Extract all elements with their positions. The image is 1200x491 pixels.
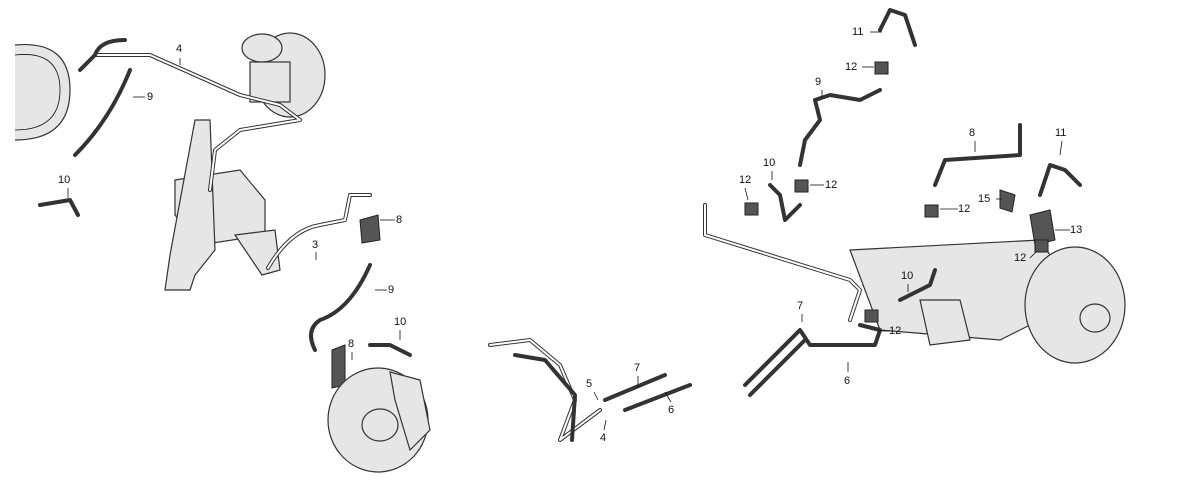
callout-11: 11 bbox=[1055, 127, 1067, 139]
rear-axle-assembly bbox=[849, 239, 1126, 364]
callout-leaders bbox=[67, 31, 1070, 431]
callout-6: 6 bbox=[844, 375, 851, 387]
callout-3: 3 bbox=[312, 239, 319, 251]
brake-pipes-middle bbox=[488, 338, 692, 442]
callout-5: 5 bbox=[586, 378, 593, 390]
brake-booster bbox=[241, 32, 326, 118]
callout-4: 4 bbox=[176, 43, 183, 55]
callout-9: 9 bbox=[147, 91, 154, 103]
callout-12: 12 bbox=[845, 61, 858, 73]
callout-9: 9 bbox=[815, 76, 822, 88]
callout-10: 10 bbox=[394, 316, 407, 328]
callout-10: 10 bbox=[58, 174, 71, 186]
brake-pipes-left bbox=[38, 38, 412, 389]
callout-12: 12 bbox=[958, 203, 971, 215]
callout-7: 7 bbox=[797, 300, 804, 312]
callout-7: 7 bbox=[634, 362, 641, 374]
callout-12: 12 bbox=[739, 174, 752, 186]
callout-12: 12 bbox=[889, 325, 902, 337]
callout-10: 10 bbox=[901, 270, 914, 282]
callout-9: 9 bbox=[388, 284, 395, 296]
callout-13: 13 bbox=[1070, 224, 1083, 236]
front-brake-disc bbox=[327, 367, 431, 473]
callout-15: 15 bbox=[978, 193, 991, 205]
callout-8: 8 bbox=[969, 127, 976, 139]
brake-pipes-right bbox=[703, 8, 1082, 397]
callout-8: 8 bbox=[348, 338, 355, 350]
callout-11: 11 bbox=[852, 26, 864, 38]
callout-8: 8 bbox=[396, 214, 403, 226]
abs-control-unit bbox=[164, 119, 281, 291]
left-wheel-disc bbox=[14, 43, 71, 141]
callout-10: 10 bbox=[763, 157, 776, 169]
callout-4: 4 bbox=[600, 432, 607, 444]
callout-12: 12 bbox=[825, 179, 838, 191]
callout-6: 6 bbox=[668, 404, 675, 416]
callout-12: 12 bbox=[1014, 252, 1027, 264]
